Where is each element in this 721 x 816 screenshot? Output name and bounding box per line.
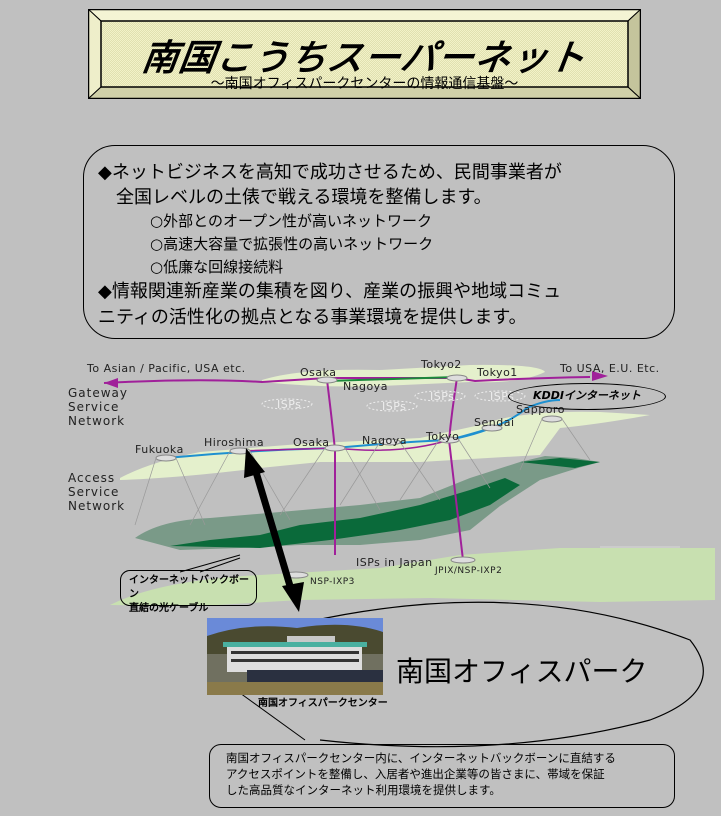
title-banner: 南国こうちスーパーネット ～南国オフィスパークセンターの情報通信基盤～ <box>88 9 641 99</box>
office-park-photo <box>207 618 383 695</box>
info-panel: ◆ネットビジネスを高知で成功させるため、民間事業者が 全国レベルの土俵で戦える環… <box>83 145 675 339</box>
usa-arrow-label: To USA, E.U. Etc. <box>560 362 660 375</box>
info-line: 全国レベルの土俵で戦える環境を整備します。 <box>98 187 492 208</box>
isps-japan-label: ISPs in Japan <box>356 556 433 569</box>
fiber-callout: インターネットバックボーン 直結の光ケーブル <box>120 570 257 614</box>
photo-caption: 南国オフィスパークセンター <box>258 698 388 709</box>
description-box: 南国オフィスパークセンター内に、インターネットバックボーンに直結する アクセスポ… <box>209 744 675 808</box>
description-line: アクセスポイントを整備し、入居者や進出企業等の皆さまに、帯域を保証 <box>226 767 605 781</box>
access-network-label: Access Service Network <box>68 471 126 513</box>
node-label: Osaka <box>300 366 337 379</box>
node-label: Sendai <box>474 416 515 429</box>
info-line: ◆ネットビジネスを高知で成功させるため、民間事業者が <box>98 162 562 183</box>
isp-label: ISPs <box>277 398 302 411</box>
office-park-name: 南国オフィスパーク <box>396 655 648 688</box>
isp-label: ISPs <box>382 400 407 413</box>
node-label: Nagoya <box>343 380 388 393</box>
node-label: Tokyo2 <box>421 358 462 371</box>
node-label: Hiroshima <box>204 436 265 449</box>
banner-bevel <box>88 9 641 99</box>
description-line: した高品質なインターネット利用環境を提供します。 <box>226 783 501 797</box>
info-bullet: ○低廉な回線接続料 <box>150 258 284 276</box>
asia-arrow-label: To Asian / Pacific, USA etc. <box>87 362 246 375</box>
isp-label: ISPs <box>490 390 515 403</box>
node-label: Tokyo1 <box>477 366 518 379</box>
isp-label: ISPs <box>430 390 455 403</box>
info-bullet: ○外部とのオープン性が高いネットワーク <box>150 212 433 230</box>
node-label: Osaka <box>293 436 330 449</box>
info-line: ◆情報関連新産業の集積を図り、産業の振興や地域コミュ <box>98 281 562 302</box>
info-line: ニティの活性化の拠点となる事業環境を提供します。 <box>98 307 527 328</box>
node-label: Nagoya <box>362 434 407 447</box>
ixp-label: NSP-IXP3 <box>310 577 355 587</box>
gateway-network-label: Gateway Service Network <box>68 386 129 428</box>
kddi-internet-badge: KDDIインターネット <box>508 383 666 410</box>
description-line: 南国オフィスパークセンター内に、インターネットバックボーンに直結する <box>226 751 616 765</box>
page-subtitle: ～南国オフィスパークセンターの情報通信基盤～ <box>210 76 519 92</box>
node-label: Tokyo <box>426 430 460 443</box>
node-label: Fukuoka <box>135 443 184 456</box>
info-bullet: ○高速大容量で拡張性の高いネットワーク <box>150 235 434 253</box>
ixp-label: JPIX/NSP-IXP2 <box>435 566 503 576</box>
